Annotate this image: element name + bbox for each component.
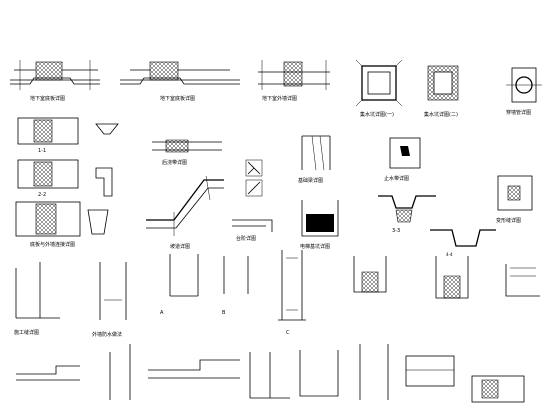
detail-wall-waterproof: 外墙防水做法: [92, 262, 127, 338]
detail-bottom-2: [109, 344, 131, 400]
detail-step: 台阶详图: [232, 219, 273, 242]
detail-sump-pit-2: 集水坑详图(二): [424, 65, 459, 118]
detail-pipe-sleeve: 穿墙管详图: [506, 67, 542, 116]
detail-bottom-5: [299, 350, 339, 397]
label-taijie: 台阶详图: [236, 235, 256, 242]
detail-side-wall: 变形缝详图: [496, 175, 533, 224]
label-chuqiang: 穿墙管详图: [506, 109, 531, 116]
detail-sump-4-4: 4-4: [430, 229, 496, 257]
label-sec-d: 4-4: [446, 252, 453, 257]
label-num-b: B: [222, 310, 226, 316]
detail-wall-section: 地下室外墙详图: [258, 60, 330, 102]
detail-bottom-7: [405, 355, 455, 387]
detail-houjiao: 后浇带详图: [152, 139, 222, 166]
label-ramp: 坡道详图: [170, 243, 190, 250]
label-sec1: 地下室底板详图: [30, 95, 65, 102]
label-sec-c: 3-3: [392, 228, 400, 234]
detail-sump-3-3: 3-3: [378, 195, 436, 234]
label-shuiyadai: 止水带详图: [384, 175, 409, 182]
label-shiyong: 施工缝详图: [14, 329, 39, 336]
detail-bottom-4: [249, 352, 290, 399]
label-sec-a: 1-1: [38, 148, 46, 154]
detail-beam-1-1: 1-1: [17, 117, 119, 154]
detail-beam-2-2: 2-2: [17, 159, 113, 198]
label-jishui1: 集水坑详图(一): [360, 111, 394, 118]
detail-bottom-8: [471, 375, 525, 403]
label-jiaoxian: 基础梁详图: [298, 177, 323, 184]
label-sec3: 地下室外墙详图: [262, 95, 297, 102]
label-jishui2: 集水坑详图(二): [424, 111, 458, 118]
detail-bottom-3: [148, 359, 240, 379]
detail-column-joint-a: A: [160, 254, 199, 316]
detail-foundation-d: [435, 256, 469, 299]
label-dianti: 电梯基坑详图: [300, 243, 330, 250]
label-lianjie: 底板与外墙连接详图: [30, 241, 75, 248]
label-bianxing: 变形缝详图: [496, 217, 521, 224]
detail-ramp: 坡道详图: [146, 175, 224, 250]
detail-embedded-plate: 止水带详图: [384, 137, 421, 182]
label-houjiao: 后浇带详图: [162, 159, 187, 166]
label-num-c: C: [286, 330, 290, 336]
detail-column-joint-b: B: [222, 256, 249, 316]
detail-bottom-6: [359, 344, 389, 400]
label-sec2: 地下室底板详图: [160, 95, 195, 102]
label-sec-b: 2-2: [38, 192, 46, 198]
detail-slab-section-2: 地下室底板详图: [120, 61, 240, 102]
detail-corner: [505, 264, 540, 297]
detail-foundation-c: C: [278, 250, 306, 336]
detail-symbol-mark: [245, 159, 263, 197]
detail-bottom-1: [16, 365, 80, 381]
detail-sump-pit-1: 集水坑详图(一): [355, 59, 403, 118]
detail-construction-joint: 施工缝详图: [14, 262, 60, 336]
label-wailiang: 外墙防水做法: [92, 331, 122, 338]
label-num-a: A: [160, 310, 164, 316]
detail-elevator-pit: 电梯基坑详图: [300, 200, 339, 250]
detail-column-base-2: [353, 256, 387, 293]
detail-column-base: 基础梁详图: [298, 135, 331, 184]
detail-slab-section-1: 地下室底板详图: [10, 60, 100, 102]
detail-wall-base-4-4: 底板与外墙连接详图: [15, 201, 109, 248]
